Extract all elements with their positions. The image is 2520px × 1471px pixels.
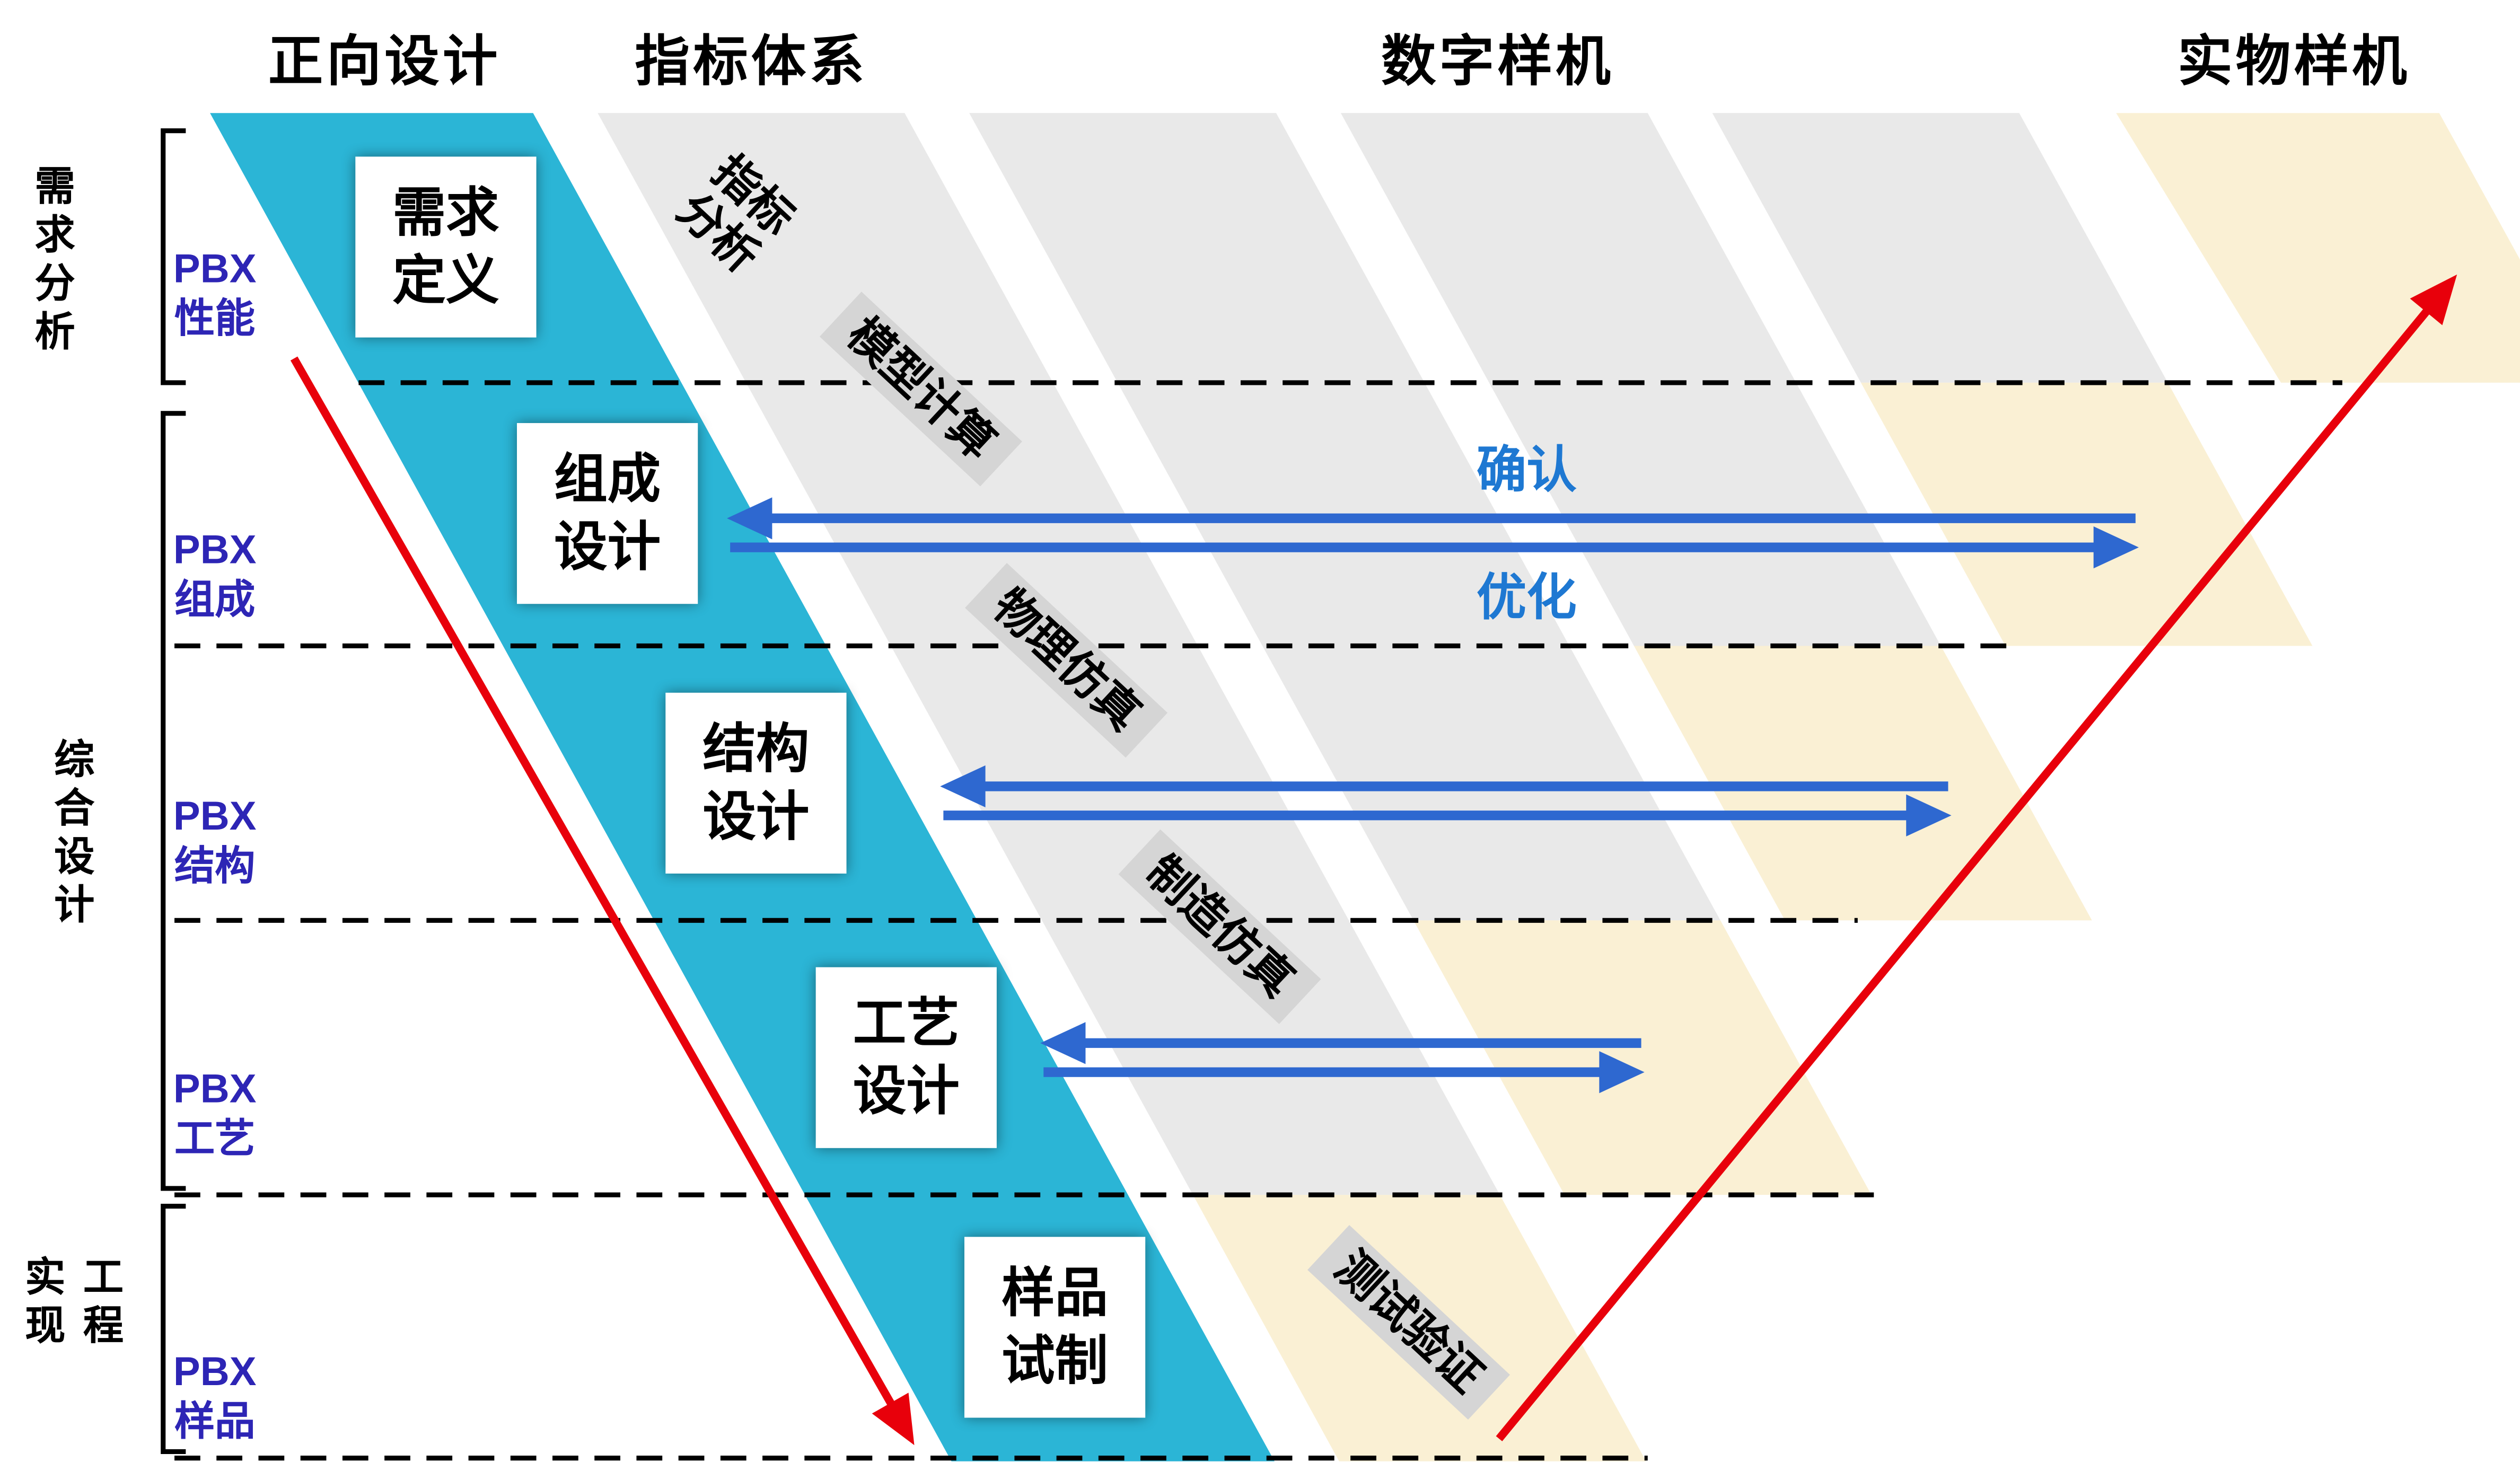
simulation-band-3	[1340, 113, 1941, 646]
phase-comprehensive-design: 综合设计	[48, 738, 94, 932]
step-composition-design: 组成 设计	[516, 423, 698, 604]
phase-requirements-analysis: 需求分析	[29, 164, 75, 359]
row-label-pbx-composition: PBX 组成	[173, 526, 257, 627]
step-line2: 设计	[554, 516, 661, 577]
row-label-pbx-structure: PBX 结构	[173, 792, 257, 893]
step-line1: 工艺	[853, 992, 960, 1053]
step-line2: 设计	[703, 786, 810, 847]
header-indicator-system: 指标体系	[635, 31, 868, 93]
physical-test-cell-row4	[1413, 920, 1872, 1195]
header-digital-prototype: 数字样机	[1381, 31, 1614, 93]
step-line1: 需求	[392, 182, 499, 242]
confirm-arrow-row2	[727, 497, 2136, 540]
header-physical-prototype: 实物样机	[2177, 31, 2410, 93]
phase-bracket-design	[161, 411, 186, 1191]
phase-engineering-implementation: 工程实现	[19, 1255, 123, 1353]
step-line2: 定义	[392, 250, 499, 310]
row-label-line2: 样品	[174, 1399, 256, 1446]
optimize-arrow-row2	[730, 526, 2139, 569]
simulation-band-4	[1712, 113, 2168, 383]
row-label-line1: PBX	[173, 794, 257, 840]
row-label-line2: 组成	[174, 578, 256, 623]
step-sample-trial: 样品 试制	[964, 1237, 1146, 1418]
row-label-line2: 工艺	[174, 1117, 256, 1163]
label-optimize: 优化	[1476, 569, 1577, 626]
step-line1: 样品	[1002, 1262, 1109, 1323]
forward-design-flow-arrow	[290, 356, 915, 1446]
confirm-arrow-row4	[1040, 1022, 1641, 1064]
verification-flow-arrow	[1496, 274, 2457, 1441]
header-forward-design: 正向设计	[268, 31, 501, 93]
row-label-line2: 结构	[174, 844, 256, 890]
step-line1: 结构	[703, 718, 810, 778]
step-line1: 组成	[554, 448, 661, 508]
step-structure-design: 结构 设计	[665, 692, 847, 874]
physical-prototype-band	[2116, 113, 2520, 383]
phase-bracket-requirements	[161, 128, 186, 385]
confirm-arrow-row3	[940, 765, 1948, 808]
row-label-line1: PBX	[173, 246, 257, 292]
step-line2: 设计	[853, 1061, 960, 1121]
row-label-pbx-sample: PBX 样品	[173, 1348, 257, 1449]
step-line2: 试制	[1002, 1330, 1109, 1390]
row-label-pbx-performance: PBX 性能	[173, 245, 257, 346]
row-label-line1: PBX	[173, 527, 257, 573]
row-label-line1: PBX	[173, 1067, 257, 1113]
optimize-arrow-row3	[943, 794, 1952, 836]
step-requirements-definition: 需求 定义	[355, 156, 537, 338]
row-label-line2: 性能	[174, 297, 256, 342]
step-process-design: 工艺 设计	[815, 967, 997, 1148]
row-label-line1: PBX	[173, 1349, 257, 1395]
label-confirm: 确认	[1476, 442, 1577, 498]
row-label-pbx-process: PBX 工艺	[173, 1065, 257, 1166]
optimize-arrow-row4	[1043, 1051, 1645, 1094]
phase-bracket-implementation	[161, 1203, 186, 1455]
